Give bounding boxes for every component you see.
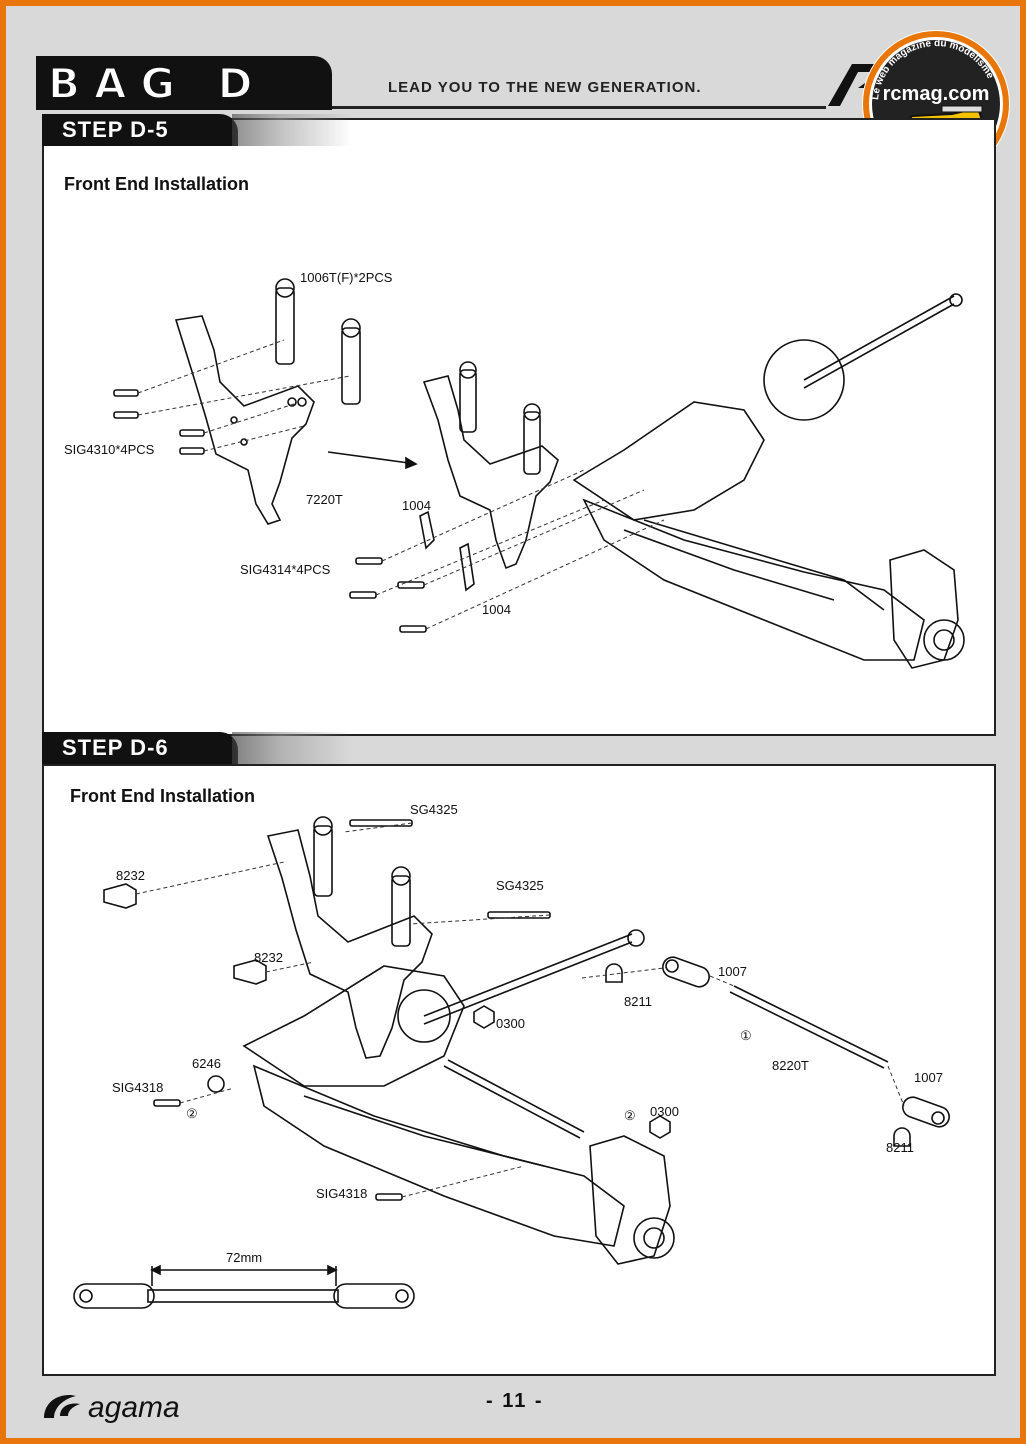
lower-arm — [252, 1064, 625, 1247]
turnbuckle-length-detail — [73, 1264, 415, 1309]
screw-part — [375, 1193, 403, 1201]
tab-fade — [232, 732, 352, 764]
nut-part — [649, 1115, 671, 1139]
ball-link-part — [419, 510, 435, 550]
label-body-posts: 1006T(F)*2PCS — [300, 270, 393, 285]
label-ball-stud-top: 8232 — [116, 868, 145, 883]
body-post-part — [341, 327, 361, 405]
label-screws-a: SIG4310*4PCS — [64, 442, 155, 457]
step-d6-panel: Front End Installation — [42, 764, 996, 1376]
label-ball-link-bottom: 1004 — [482, 602, 511, 617]
screw-part — [349, 557, 427, 633]
step-d6-tab: STEP D-6 — [42, 732, 238, 764]
step-d5-title: Front End Installation — [64, 174, 249, 194]
bag-title-text: BAG D — [47, 58, 267, 109]
shock-tower-assembled — [266, 829, 433, 1059]
label-pivot-ball-bottom: 8211 — [886, 1140, 914, 1155]
screw-part — [153, 1099, 181, 1107]
exploded-guide-lines — [135, 822, 905, 1198]
manual-page: BAG D LEAD YOU TO THE NEW GENERATION. Le… — [6, 6, 1020, 1438]
screw-part — [349, 819, 413, 827]
installed-tie-rod — [443, 1065, 581, 1139]
exploded-guide-lines — [137, 339, 665, 630]
label-screw-mid: SG4325 — [496, 878, 544, 893]
tab-fade — [232, 114, 352, 146]
steering-knuckle — [589, 1135, 671, 1265]
ball-link-part — [459, 542, 475, 592]
label-tower: 7220T — [306, 492, 343, 507]
lower-arm — [582, 498, 925, 661]
step-marker-2b: ② — [624, 1108, 636, 1123]
label-turnbuckle: 8220T — [772, 1058, 809, 1073]
label-rod-end-top: 1007 — [718, 964, 747, 979]
front-bulkhead — [572, 401, 765, 521]
label-screws-b: SIG4314*4PCS — [240, 562, 331, 577]
pivot-ball-part — [605, 963, 623, 983]
watermark-site: rcmag.com — [883, 83, 990, 105]
tagline: LEAD YOU TO THE NEW GENERATION. — [388, 79, 702, 96]
step-d5-tab: STEP D-5 — [42, 114, 238, 146]
label-pivot-ball-top: 8211 — [624, 994, 652, 1009]
ball-stud-part — [103, 883, 137, 909]
label-spacer: 6246 — [192, 1056, 221, 1071]
step-marker-2a: ② — [186, 1106, 198, 1121]
turnbuckle-rod — [729, 991, 885, 1069]
step-d6-title: Front End Installation — [70, 786, 255, 806]
step-d5-panel: Front End Installation — [42, 118, 996, 736]
page-number: - 11 - — [486, 1390, 544, 1412]
step-d5-diagram — [113, 278, 965, 669]
label-screw-bottom: SIG4318 — [316, 1186, 368, 1201]
spacer-part — [207, 1075, 225, 1093]
drive-shaft — [423, 933, 633, 1017]
agama-brand-logo: agama — [44, 1391, 180, 1424]
label-screw-left: SIG4318 — [112, 1080, 164, 1095]
label-ball-stud-mid: 8232 — [254, 950, 283, 965]
label-ball-link-top: 1004 — [402, 498, 431, 513]
rod-end-part — [662, 956, 710, 988]
assembled-tower — [422, 375, 559, 570]
ball-stud-part — [233, 959, 267, 985]
label-rod-end-bottom: 1007 — [914, 1070, 943, 1085]
label-screw-top: SG4325 — [410, 802, 458, 817]
shock-tower-part — [174, 315, 315, 525]
label-turnbuckle-length: 72mm — [226, 1250, 263, 1265]
label-nut-bottom: 0300 — [650, 1104, 679, 1119]
nut-part — [473, 1005, 495, 1029]
footer-brand: agama — [88, 1391, 180, 1424]
header-rule — [332, 106, 826, 109]
bag-title-banner: BAG D — [36, 56, 332, 110]
body-post-part — [275, 287, 295, 365]
step-d6-diagram — [73, 816, 950, 1309]
front-bulkhead — [242, 965, 465, 1087]
rod-end-part — [902, 1096, 950, 1128]
steering-knuckle — [889, 549, 959, 669]
drive-shaft — [803, 295, 955, 381]
label-nut-top: 0300 — [496, 1016, 525, 1031]
pivot-ball-part — [893, 1127, 911, 1147]
step-marker-1: ① — [740, 1028, 752, 1043]
